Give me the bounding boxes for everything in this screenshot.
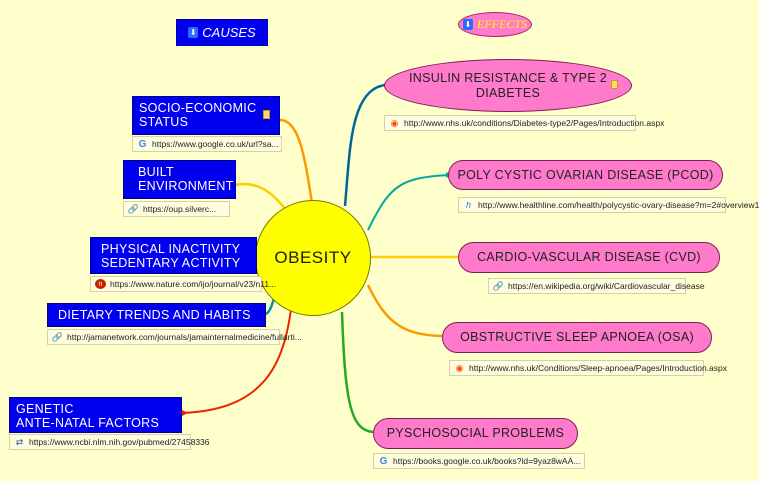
effect-link-psychosocial[interactable]: G https://books.google.co.uk/books?id=9y… xyxy=(373,453,585,469)
connector-psycho xyxy=(340,311,374,434)
cause-node-genetic[interactable]: GENETIC ANTE-NATAL FACTORS xyxy=(9,397,182,433)
cause-label-line2: ENVIRONMENT xyxy=(138,179,234,193)
effect-label: PYSCHOSOCIAL PROBLEMS xyxy=(386,426,565,440)
effect-label-line1: INSULIN RESISTANCE & TYPE 2 xyxy=(409,70,607,85)
cause-link-socio-economic[interactable]: G https://www.google.co.uk/url?sa... xyxy=(132,136,282,152)
cause-label-line1: SOCIO-ECONOMIC xyxy=(139,101,257,115)
cause-node-built-environment[interactable]: BUILT ENVIRONMENT xyxy=(123,160,236,199)
healthline-icon: h xyxy=(465,199,471,210)
center-label: OBESITY xyxy=(274,248,352,267)
chain-link-icon: 🔗 xyxy=(492,280,505,291)
effects-title[interactable]: ⬇ EFFECTS xyxy=(458,12,532,37)
cause-label-line1: PHYSICAL INACTIVITY xyxy=(101,242,241,256)
note-icon[interactable] xyxy=(263,110,270,119)
target-icon: ◉ xyxy=(455,362,464,373)
link-text: http://www.healthline.com/health/polycys… xyxy=(478,200,759,210)
cause-link-genetic[interactable]: ⇄ https://www.ncbi.nlm.nih.gov/pubmed/27… xyxy=(9,434,210,450)
note-icon[interactable] xyxy=(611,80,618,89)
cause-label-line2: SEDENTARY ACTIVITY xyxy=(101,256,241,270)
connector-pcod xyxy=(367,174,449,231)
connector-osa xyxy=(366,284,443,338)
connector-insulin xyxy=(343,83,386,207)
link-text: https://oup.silverc... xyxy=(143,204,217,214)
link-text: http://jamanetwork.com/journals/jamainte… xyxy=(67,332,302,342)
google-icon: G xyxy=(379,455,388,467)
connector-socio xyxy=(279,118,314,204)
effects-title-label: EFFECTS xyxy=(477,17,527,31)
cause-link-built-environment[interactable]: 🔗 https://oup.silverc... xyxy=(123,201,230,217)
effect-link-insulin-resistance[interactable]: ◉ http://www.nhs.uk/conditions/Diabetes-… xyxy=(384,115,664,131)
cause-label-line1: GENETIC xyxy=(16,402,74,416)
link-text: https://en.wikipedia.org/wiki/Cardiovasc… xyxy=(508,281,705,291)
cause-label-line1: DIETARY TRENDS AND HABITS xyxy=(58,308,251,322)
effect-label: CARDIO-VASCULAR DISEASE (CVD) xyxy=(477,250,701,264)
cause-node-socio-economic[interactable]: SOCIO-ECONOMIC STATUS xyxy=(132,96,280,135)
link-text: https://www.google.co.uk/url?sa... xyxy=(152,139,279,149)
cause-label-line2: ANTE-NATAL FACTORS xyxy=(16,416,160,430)
causes-title-label: CAUSES xyxy=(202,25,256,40)
effect-node-pcod[interactable]: POLY CYSTIC OVARIAN DISEASE (PCOD) xyxy=(448,160,723,190)
center-node-obesity[interactable]: OBESITY xyxy=(255,200,371,316)
cause-node-dietary-trends[interactable]: DIETARY TRENDS AND HABITS xyxy=(47,303,266,327)
effect-label: POLY CYSTIC OVARIAN DISEASE (PCOD) xyxy=(457,167,714,182)
effect-node-insulin-resistance[interactable]: INSULIN RESISTANCE & TYPE 2 DIABETES xyxy=(384,59,632,112)
link-text: http://www.nhs.uk/conditions/Diabetes-ty… xyxy=(404,118,665,128)
effect-link-pcod[interactable]: h http://www.healthline.com/health/polyc… xyxy=(458,197,759,213)
chain-link-icon: 🔗 xyxy=(51,331,64,342)
effect-link-osa[interactable]: ◉ http://www.nhs.uk/Conditions/Sleep-apn… xyxy=(449,360,727,376)
cause-link-physical-inactivity[interactable]: n https://www.nature.com/ijo/journal/v23… xyxy=(90,276,276,292)
effect-node-osa[interactable]: OBSTRUCTIVE SLEEP APNOEA (OSA) xyxy=(442,322,712,353)
cause-node-physical-inactivity[interactable]: PHYSICAL INACTIVITY SEDENTARY ACTIVITY xyxy=(90,237,257,274)
cause-label-line2: STATUS xyxy=(139,115,189,129)
target-icon: ◉ xyxy=(390,117,399,128)
link-text: https://www.nature.com/ijo/journal/v23/n… xyxy=(110,279,277,289)
connector-genetic xyxy=(181,299,293,414)
link-text: https://books.google.co.uk/books?id=9yaz… xyxy=(393,456,581,466)
effect-label-line2: DIABETES xyxy=(475,85,541,100)
connector-genetic-arrowhead xyxy=(182,410,188,416)
ncbi-icon: ⇄ xyxy=(15,436,24,447)
effect-node-psychosocial[interactable]: PYSCHOSOCIAL PROBLEMS xyxy=(373,418,578,449)
down-arrow-icon: ⬇ xyxy=(463,19,473,30)
chain-link-icon: 🔗 xyxy=(127,203,140,214)
effect-node-cvd[interactable]: CARDIO-VASCULAR DISEASE (CVD) xyxy=(458,242,720,273)
nature-icon: n xyxy=(95,279,106,289)
down-arrow-icon: ⬇ xyxy=(188,27,199,38)
link-text: https://www.ncbi.nlm.nih.gov/pubmed/2745… xyxy=(29,437,210,447)
link-text: http://www.nhs.uk/Conditions/Sleep-apnoe… xyxy=(469,363,727,373)
causes-title[interactable]: ⬇ CAUSES xyxy=(176,19,268,46)
effect-link-cvd[interactable]: 🔗 https://en.wikipedia.org/wiki/Cardiova… xyxy=(488,278,705,294)
effect-label: OBSTRUCTIVE SLEEP APNOEA (OSA) xyxy=(460,330,694,344)
google-icon: G xyxy=(138,138,147,150)
cause-label-line1: BUILT xyxy=(138,165,174,179)
cause-link-dietary-trends[interactable]: 🔗 http://jamanetwork.com/journals/jamain… xyxy=(47,329,302,345)
